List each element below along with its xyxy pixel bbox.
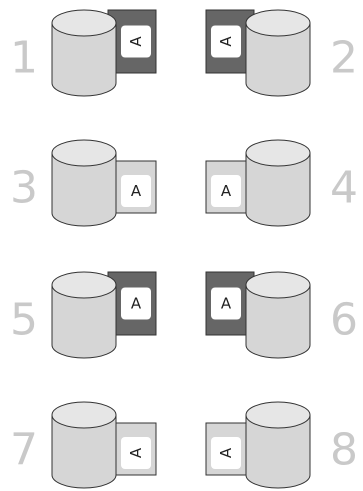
cylinder-top <box>52 402 116 428</box>
cylinder-top <box>246 10 310 36</box>
cylinder-top <box>52 140 116 166</box>
panel-number: 8 <box>330 425 358 476</box>
cylinder-top <box>52 272 116 298</box>
panel-number: 5 <box>10 295 38 346</box>
tape-letter: A <box>131 295 142 313</box>
panel-5: A5 <box>10 272 156 358</box>
panel-7: A7 <box>10 402 156 488</box>
tape-letter: A <box>217 36 235 47</box>
cylinder-top <box>246 140 310 166</box>
tape-letter: A <box>127 447 145 458</box>
panel-number: 2 <box>330 33 358 84</box>
tape-letter: A <box>131 182 142 200</box>
tape-letter: A <box>221 295 232 313</box>
panel-3: A3 <box>10 140 156 226</box>
panel-number: 6 <box>330 295 358 346</box>
tape-letter: A <box>127 36 145 47</box>
cylinder-top <box>246 402 310 428</box>
cylinder-top <box>246 272 310 298</box>
cylinder-top <box>52 10 116 36</box>
panel-number: 4 <box>330 163 358 214</box>
panel-number: 1 <box>10 33 38 84</box>
panel-number: 3 <box>10 163 38 214</box>
panel-number: 7 <box>10 425 38 476</box>
panel-1: A1 <box>10 10 156 96</box>
tape-letter: A <box>217 447 235 458</box>
tape-letter: A <box>221 182 232 200</box>
